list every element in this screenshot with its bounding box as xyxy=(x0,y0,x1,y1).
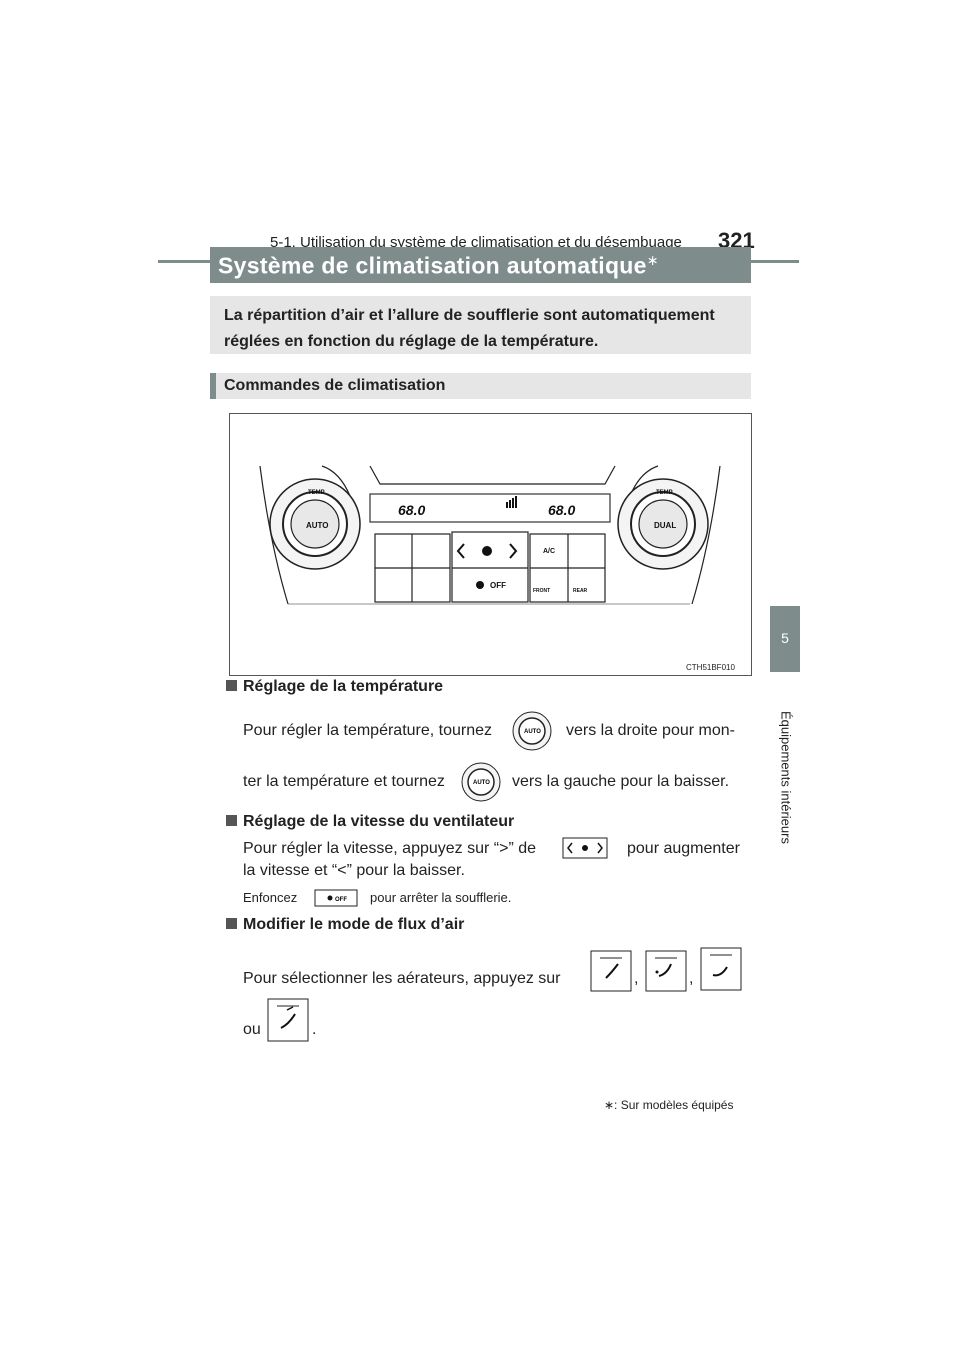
fan-down-arrow-icon xyxy=(456,543,465,559)
title-bar xyxy=(210,247,751,283)
figure-caption: CTH51BF010 xyxy=(686,663,735,672)
subheading-accent xyxy=(210,373,216,399)
bilevel-vent-button-icon xyxy=(645,950,687,997)
flow-period: . xyxy=(312,1021,317,1038)
chapter-tab xyxy=(770,606,800,672)
section-heading-fan: Réglage de la vitesse du ventilateur xyxy=(226,813,514,831)
svg-text:AUTO: AUTO xyxy=(524,729,541,735)
temp-text-2a: ter la température et tournez xyxy=(243,773,445,790)
section-heading-flow: Modifier le mode de flux d’air xyxy=(226,916,464,934)
temp-text-1b: vers la droite pour mon- xyxy=(566,722,735,739)
auto-knob-icon: AUTO xyxy=(512,711,552,756)
fan-text-2: la vitesse et “<” pour la baisser. xyxy=(243,862,465,879)
chapter-tab-number: 5 xyxy=(781,630,789,646)
flow-comma-2: , xyxy=(689,970,694,987)
right-temp-label: TEMP xyxy=(656,490,673,496)
section-heading-temperature: Réglage de la température xyxy=(226,678,443,696)
section-heading-fan-text: Réglage de la vitesse du ventilateur xyxy=(243,813,515,830)
temp-text-1a: Pour régler la température, tournez xyxy=(243,722,493,739)
temp-text-2b: vers la gauche pour la baisser. xyxy=(512,773,730,790)
fan-note-a: Enfoncez xyxy=(243,890,298,905)
fan-text-1a: Pour régler la vitesse, appuyez sur “>” … xyxy=(243,840,537,857)
flow-ou: ou xyxy=(243,1021,261,1038)
flow-comma-1: , xyxy=(634,970,639,987)
chapter-title: 5-1. Utilisation du système de climatisa… xyxy=(270,234,682,251)
ac-button-label: A/C xyxy=(543,548,555,555)
section-title: Système de climatisation automatique∗ xyxy=(218,252,659,280)
right-temp-display: 68.0 xyxy=(548,502,575,518)
auto-button-label: AUTO xyxy=(306,521,329,530)
climate-panel-illustration: TEMP TEMP AUTO DUAL 68.0 68.0 A/C OFF FR… xyxy=(259,465,735,672)
fan-speed-button-icon xyxy=(562,837,608,864)
subheading: Commandes de climatisation xyxy=(224,377,446,394)
front-defrost-label: FRONT xyxy=(533,588,550,594)
section-title-text: Système de climatisation automatique xyxy=(218,252,647,279)
bullet-square-icon xyxy=(226,815,237,826)
face-vent-button-icon xyxy=(590,950,632,997)
fan-note-b: pour arrêter la soufflerie. xyxy=(370,890,512,905)
svg-text:OFF: OFF xyxy=(335,897,347,903)
summary-text: La répartition d’air et l’allure de souf… xyxy=(224,307,715,350)
fan-off-icon xyxy=(476,581,484,589)
flow-text-1: Pour sélectionner les aérateurs, appuyez… xyxy=(243,970,561,987)
fan-text-1b: pour augmenter xyxy=(627,840,740,857)
left-temp-display: 68.0 xyxy=(398,502,425,518)
floor-windshield-vent-button-icon xyxy=(267,998,309,1047)
section-heading-temperature-text: Réglage de la température xyxy=(243,678,444,695)
bullet-square-icon xyxy=(226,680,237,691)
rear-defrost-label: REAR xyxy=(573,588,588,594)
chapter-tab-label-wrap: Équipements intérieurs xyxy=(770,690,800,870)
left-temp-knob xyxy=(269,478,361,570)
auto-knob-icon-2: AUTO xyxy=(461,762,501,807)
subheading-bar xyxy=(210,373,751,399)
dual-button-label: DUAL xyxy=(654,521,676,530)
summary-box xyxy=(210,296,751,354)
left-temp-label: TEMP xyxy=(308,490,325,496)
fan-off-label: OFF xyxy=(490,581,506,590)
title-marker: ∗ xyxy=(646,252,659,268)
right-temp-knob xyxy=(617,478,709,570)
floor-vent-button-icon xyxy=(700,947,742,996)
fan-off-button-icon: OFF xyxy=(314,889,358,912)
bullet-square-icon xyxy=(226,918,237,929)
footnote: ∗: Sur modèles équipés xyxy=(604,1098,734,1112)
fan-up-arrow-icon xyxy=(509,543,518,559)
fan-icon xyxy=(482,546,492,556)
svg-text:AUTO: AUTO xyxy=(473,780,490,786)
chapter-tab-label: Équipements intérieurs xyxy=(778,711,794,844)
section-heading-flow-text: Modifier le mode de flux d’air xyxy=(243,916,465,933)
climate-panel-figure: TEMP TEMP AUTO DUAL 68.0 68.0 A/C OFF FR… xyxy=(229,413,752,676)
